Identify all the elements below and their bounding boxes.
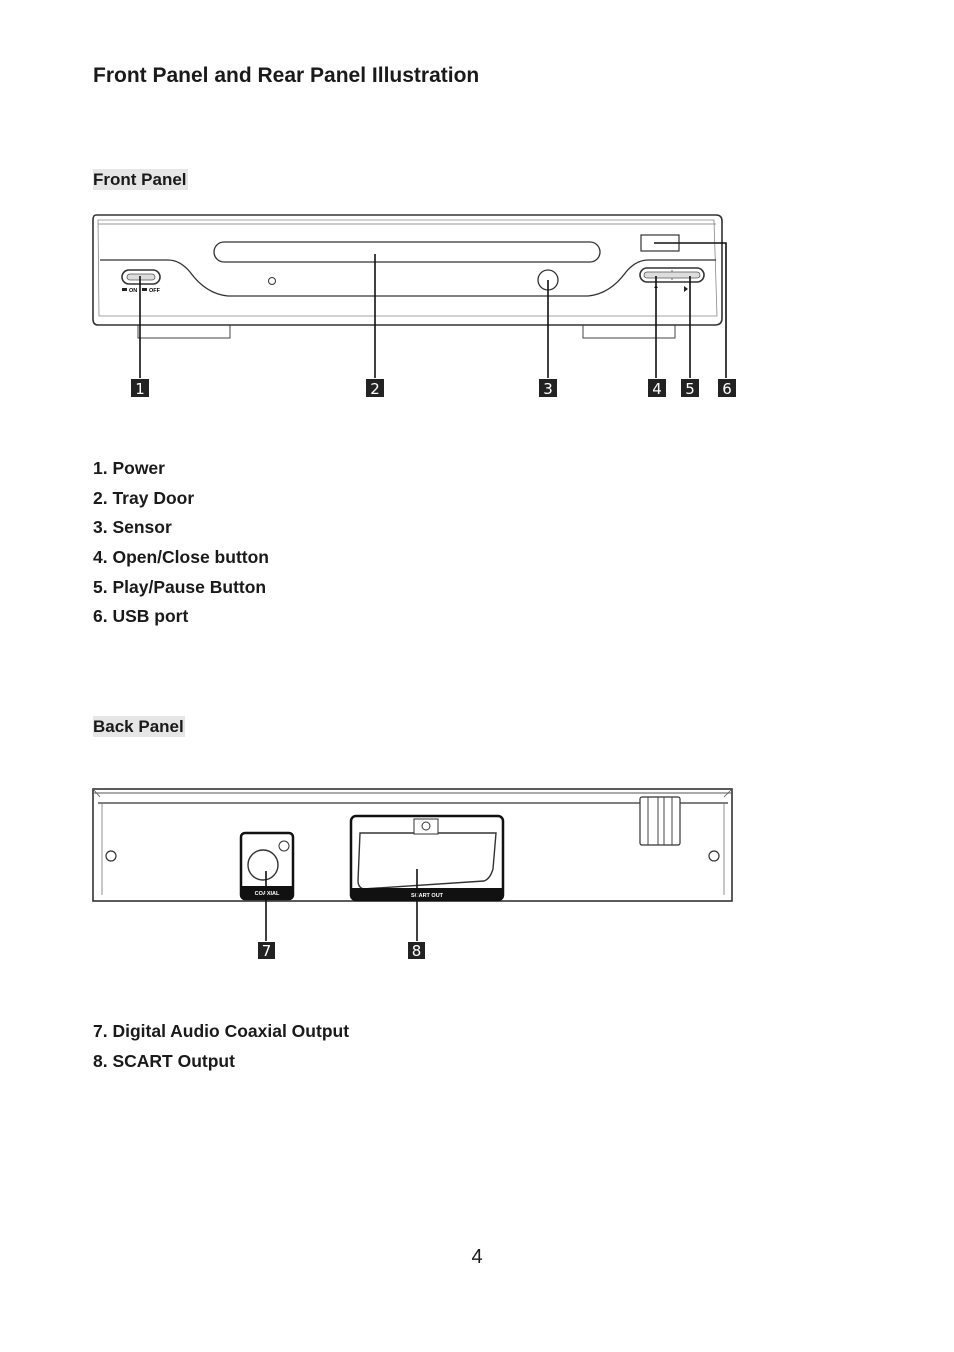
power-on-label: ON [129,288,137,294]
power-cord-holder [639,796,681,846]
left-screw [105,850,117,862]
front-panel-heading: Front Panel [93,169,188,190]
svg-text:1: 1 [135,380,145,398]
legend-item-scart: 8. SCART Output [93,1050,235,1071]
svg-text:5: 5 [685,380,695,398]
back-panel-heading: Back Panel [93,716,185,737]
legend-item-usb-port: 6. USB port [93,606,189,627]
coaxial-label: COAXIAL [255,891,280,897]
svg-text:8: 8 [412,942,422,960]
callout-8: 8 [408,942,425,960]
right-screw [708,850,720,862]
legend-item-open-close: 4. Open/Close button [93,547,269,568]
callout-3: 3 [539,379,557,398]
front-panel-legend: 1. Power 2. Tray Door 3. Sensor 4. Open/… [93,458,269,636]
front-fascia [100,259,716,297]
tray-door [213,241,601,263]
svg-text:2: 2 [370,380,380,398]
scart-label: SCART OUT [411,893,444,899]
legend-item-tray-door: 2. Tray Door [93,487,195,508]
callout-2: 2 [366,379,384,398]
svg-text:7: 7 [262,942,272,960]
callout-5: 5 [681,379,699,398]
svg-text:4: 4 [652,380,662,398]
back-panel-diagram: COAXIAL SCART OUT 7 8 [92,788,733,960]
callout-7: 7 [258,942,275,960]
power-off-label: OFF [149,288,161,294]
legend-item-power: 1. Power [93,458,165,478]
scart-output: SCART OUT [349,814,505,902]
coaxial-output: COAXIAL [239,831,295,901]
callout-1: 1 [131,379,149,398]
play-pause-icon [684,286,688,292]
legend-item-coaxial: 7. Digital Audio Coaxial Output [93,1021,350,1041]
legend-item-sensor: 3. Sensor [93,517,172,538]
callout-6: 6 [718,379,736,398]
svg-text:6: 6 [722,380,732,398]
led-indicator [268,277,276,285]
page-number: 4 [471,1246,483,1268]
svg-text:3: 3 [543,380,553,398]
callout-4: 4 [648,379,666,398]
legend-item-play-pause: 5. Play/Pause Button [93,576,267,597]
page-title: Front Panel and Rear Panel Illustration [93,64,480,87]
front-panel-diagram: ON OFF 1 2 3 4 5 6 [92,214,736,398]
back-panel-legend: 7. Digital Audio Coaxial Output 8. SCART… [93,1021,349,1080]
